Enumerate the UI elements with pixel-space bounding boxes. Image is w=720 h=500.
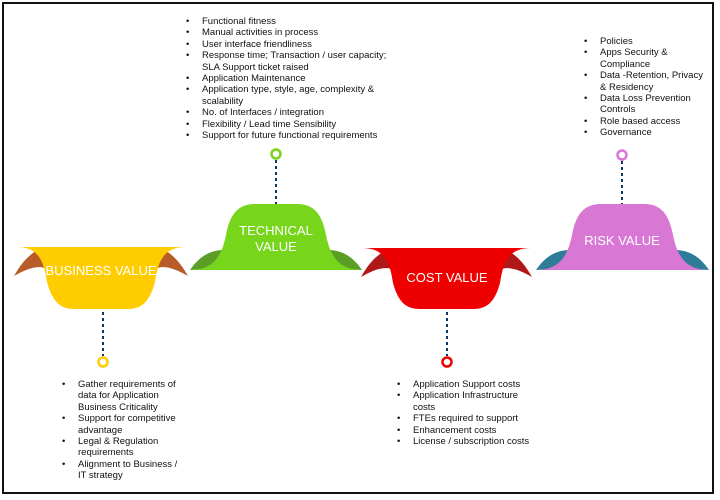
- risk-value-list: Policies Apps Security & Compliance Data…: [580, 36, 703, 139]
- list-item: Application type, style, age, complexity…: [182, 84, 386, 96]
- technical-value-label: TECHNICAL VALUE: [216, 223, 336, 255]
- cost-value-label: COST VALUE: [406, 270, 488, 285]
- list-item: Governance: [580, 127, 703, 139]
- list-item: Enhancement costs: [393, 425, 529, 437]
- list-item-continuation: data for Application: [78, 390, 159, 402]
- list-item: User interface friendliness: [182, 39, 386, 51]
- list-item-continuation: IT strategy: [78, 470, 123, 482]
- list-item-continuation: scalability: [202, 95, 244, 107]
- risk-value-label: RISK VALUE: [584, 233, 660, 248]
- list-item: Legal & Regulation: [58, 436, 177, 448]
- list-item-continuation: costs: [413, 401, 436, 413]
- cost-ring-marker: [441, 356, 453, 368]
- list-item: Flexibility / Lead time Sensibility: [182, 119, 386, 131]
- list-item: Gather requirements of: [58, 379, 177, 391]
- list-item: Application Support costs: [393, 379, 529, 391]
- list-item-continuation: SLA Support ticket raised: [202, 61, 309, 73]
- business-value-shape: [17, 247, 186, 309]
- list-item: Policies: [580, 36, 703, 48]
- list-item: Data Loss Prevention: [580, 93, 703, 105]
- list-item: Manual activities in process: [182, 27, 386, 39]
- list-item: Alignment to Business /: [58, 459, 177, 471]
- business-value-label: BUSINESS VALUE: [45, 263, 157, 278]
- list-item: Application Infrastructure: [393, 390, 529, 402]
- list-item: FTEs required to support: [393, 413, 529, 425]
- cost-value-list: Application Support costs Application In…: [393, 379, 529, 448]
- business-value-list: Gather requirements of data for Applicat…: [58, 379, 177, 482]
- risk-ring-marker: [616, 149, 628, 161]
- list-item: Data -Retention, Privacy: [580, 70, 703, 82]
- technical-value-list: Functional fitness Manual activities in …: [182, 16, 386, 142]
- technical-ring-marker: [270, 148, 282, 160]
- list-item: Application Maintenance: [182, 73, 386, 85]
- cost-value-shape: [362, 248, 531, 309]
- list-item: No. of Interfaces / integration: [182, 107, 386, 119]
- list-item-continuation: advantage: [78, 424, 123, 436]
- list-item-continuation: requirements: [78, 447, 134, 459]
- technical-value-label-line1: TECHNICAL: [239, 223, 313, 238]
- list-item: Apps Security &: [580, 47, 703, 59]
- list-item: Role based access: [580, 116, 703, 128]
- technical-value-shape: [190, 204, 362, 270]
- technical-value-label-line2: VALUE: [255, 239, 297, 254]
- list-item-continuation: Business Criticality: [78, 401, 158, 413]
- business-ring-marker: [97, 356, 109, 368]
- list-item: Support for competitive: [58, 413, 177, 425]
- list-item-continuation: & Residency: [600, 81, 654, 93]
- list-item: Response time; Transaction / user capaci…: [182, 50, 386, 62]
- list-item-continuation: Controls: [600, 104, 636, 116]
- list-item: License / subscription costs: [393, 436, 529, 448]
- risk-value-shape: [536, 204, 709, 270]
- list-item-continuation: Compliance: [600, 58, 651, 70]
- list-item: Support for future functional requiremen…: [182, 130, 386, 142]
- diagram-frame: [2, 2, 714, 494]
- list-item: Functional fitness: [182, 16, 386, 28]
